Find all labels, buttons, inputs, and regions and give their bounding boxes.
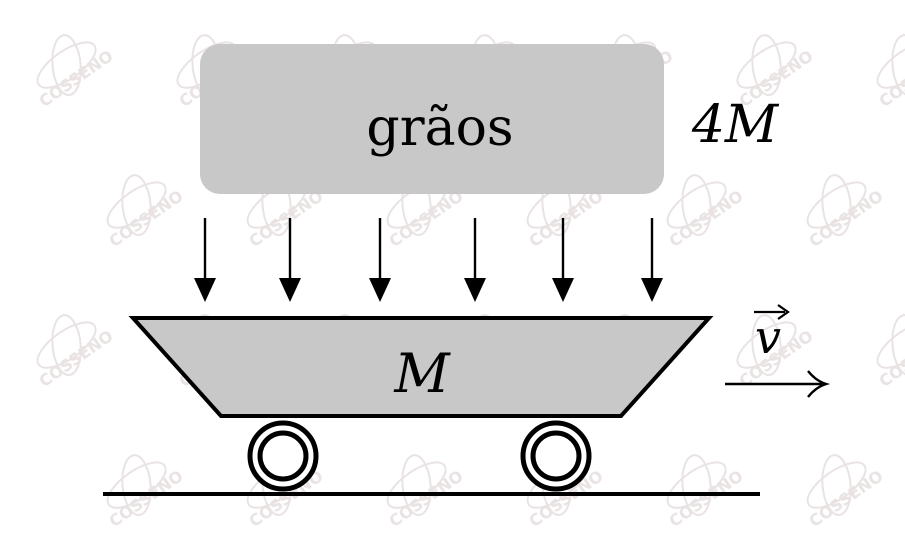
down-arrow-icon	[552, 218, 574, 302]
watermark-text: COSSENO	[876, 326, 905, 391]
watermark-logo: COSSENO	[666, 454, 747, 531]
watermark-text: COSSENO	[806, 186, 887, 251]
down-arrow-icon	[369, 218, 391, 302]
watermark-text: COSSENO	[36, 326, 117, 391]
velocity-symbol: v	[755, 310, 781, 364]
grain-label: grãos	[366, 98, 513, 158]
right-arrow-icon	[725, 370, 831, 398]
watermark-logo: COSSENO	[876, 314, 905, 391]
watermark-logo: COSSENO	[876, 34, 905, 111]
watermark-text: COSSENO	[246, 186, 327, 251]
watermark-text: COSSENO	[666, 186, 747, 251]
cart-body	[128, 316, 714, 418]
watermark-text: COSSENO	[386, 186, 467, 251]
vector-arrow-icon	[754, 304, 790, 320]
down-arrow-icon	[194, 218, 216, 302]
watermark-text: COSSENO	[666, 466, 747, 531]
watermark-logo: COSSENO	[106, 454, 187, 531]
grain-mass-label: 4M	[691, 95, 780, 155]
watermark-text: COSSENO	[876, 46, 905, 111]
watermark-text: COSSENO	[106, 186, 187, 251]
watermark-logo: COSSENO	[386, 454, 467, 531]
watermark-text: COSSENO	[806, 466, 887, 531]
cart-mass-label: M	[393, 342, 451, 405]
watermark-logo: COSSENO	[106, 174, 187, 251]
watermark-text: COSSENO	[36, 46, 117, 111]
velocity-vector: v	[725, 304, 831, 398]
wheel	[520, 420, 592, 492]
wheel	[247, 420, 319, 492]
falling-arrows	[194, 218, 663, 302]
watermark-text: COSSENO	[386, 466, 467, 531]
down-arrow-icon	[464, 218, 486, 302]
watermark-logo: COSSENO	[36, 314, 117, 391]
down-arrow-icon	[641, 218, 663, 302]
grain-container	[200, 44, 664, 194]
watermark-text: COSSENO	[526, 186, 607, 251]
watermark-logo: COSSENO	[806, 454, 887, 531]
watermark-text: COSSENO	[106, 466, 187, 531]
watermark-logo: COSSENO	[36, 34, 117, 111]
watermark-logo: COSSENO	[806, 174, 887, 251]
down-arrow-icon	[279, 218, 301, 302]
